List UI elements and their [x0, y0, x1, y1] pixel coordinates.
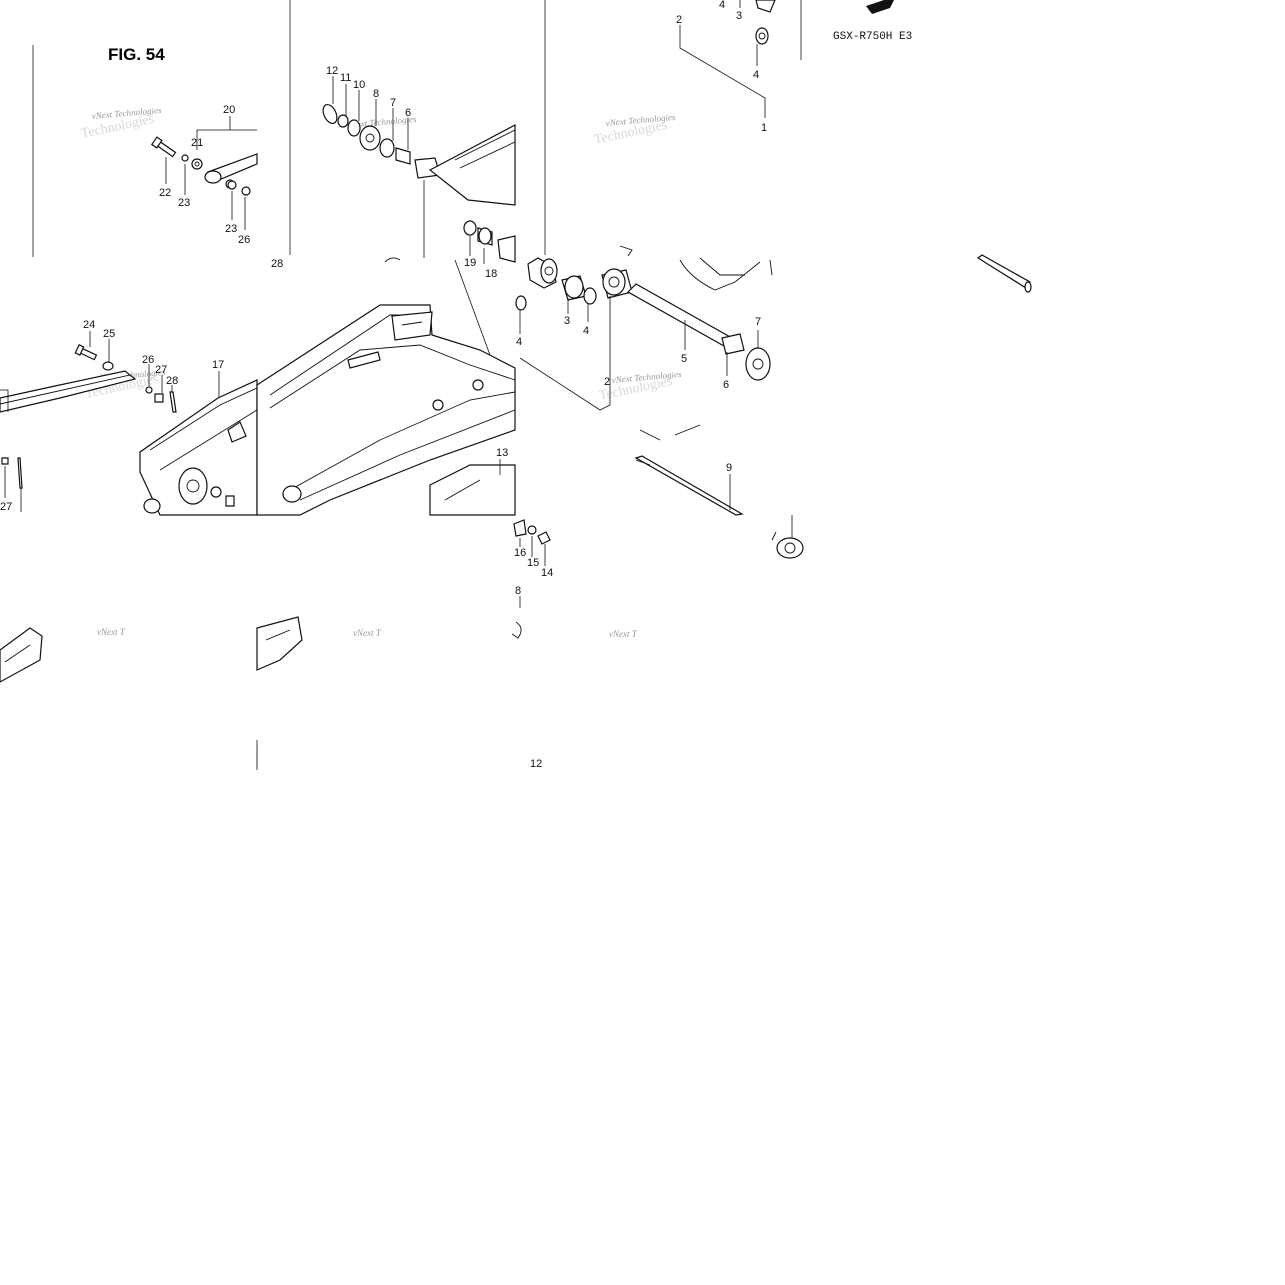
callout-4: 4	[583, 325, 589, 337]
front-arrow-icon	[866, 0, 894, 14]
callout-7: 7	[390, 97, 396, 109]
callout-10: 10	[353, 79, 365, 91]
callout-21: 21	[191, 137, 203, 149]
callout-16: 16	[514, 547, 526, 559]
callout-4: 4	[753, 69, 759, 81]
callout-2: 2	[604, 376, 610, 388]
callout-28: 28	[271, 258, 283, 270]
callout-22: 22	[159, 187, 171, 199]
callout-27: 27	[0, 501, 12, 513]
callout-11: 11	[340, 72, 351, 84]
callout-26: 26	[238, 234, 250, 246]
callout-8: 8	[373, 88, 379, 100]
svg-text:vNext T: vNext T	[609, 629, 638, 639]
callout-labels: 1 2 2 3 3 4 4 4 4 5 6 6 7 7 8 8 9 10 11 …	[0, 0, 767, 770]
callout-13: 13	[496, 447, 508, 459]
callout-6: 6	[405, 107, 411, 119]
pivot-stack-top	[322, 76, 516, 264]
callout-1: 1	[761, 122, 767, 134]
callout-5: 5	[681, 353, 687, 365]
callout-2: 2	[676, 14, 682, 26]
callout-3: 3	[564, 315, 570, 327]
callout-15: 15	[527, 557, 539, 569]
svg-text:vNext T: vNext T	[353, 628, 382, 638]
callout-12: 12	[326, 65, 338, 77]
callout-14: 14	[541, 567, 553, 579]
callout-19: 19	[464, 257, 476, 269]
callout-24: 24	[83, 319, 95, 331]
callout-28: 28	[166, 375, 178, 387]
callout-26: 26	[142, 354, 154, 366]
callout-8: 8	[515, 585, 521, 597]
callout-20: 20	[223, 104, 235, 116]
callout-12: 12	[530, 758, 542, 770]
model-code: GSX-R750H E3	[833, 31, 912, 43]
brace-assembly	[150, 116, 258, 230]
callout-4: 4	[719, 0, 725, 11]
callout-17: 17	[212, 359, 224, 371]
callout-23: 23	[225, 223, 237, 235]
callout-25: 25	[103, 328, 115, 340]
lower-fragments	[0, 596, 522, 768]
bearing-parts-top-right	[679, 0, 776, 118]
callout-6: 6	[723, 379, 729, 391]
callout-18: 18	[485, 268, 497, 280]
callout-4: 4	[516, 336, 522, 348]
callout-3: 3	[736, 10, 742, 22]
pivot-shaft-assembly	[513, 245, 1032, 566]
swingarm-center	[256, 259, 516, 516]
swingarm-left	[0, 331, 258, 516]
callout-9: 9	[726, 462, 732, 474]
callout-27: 27	[155, 364, 167, 376]
callout-23: 23	[178, 197, 190, 209]
figure-title: FIG. 54	[108, 45, 165, 64]
svg-text:vNext T: vNext T	[97, 627, 126, 637]
callout-7: 7	[755, 316, 761, 328]
